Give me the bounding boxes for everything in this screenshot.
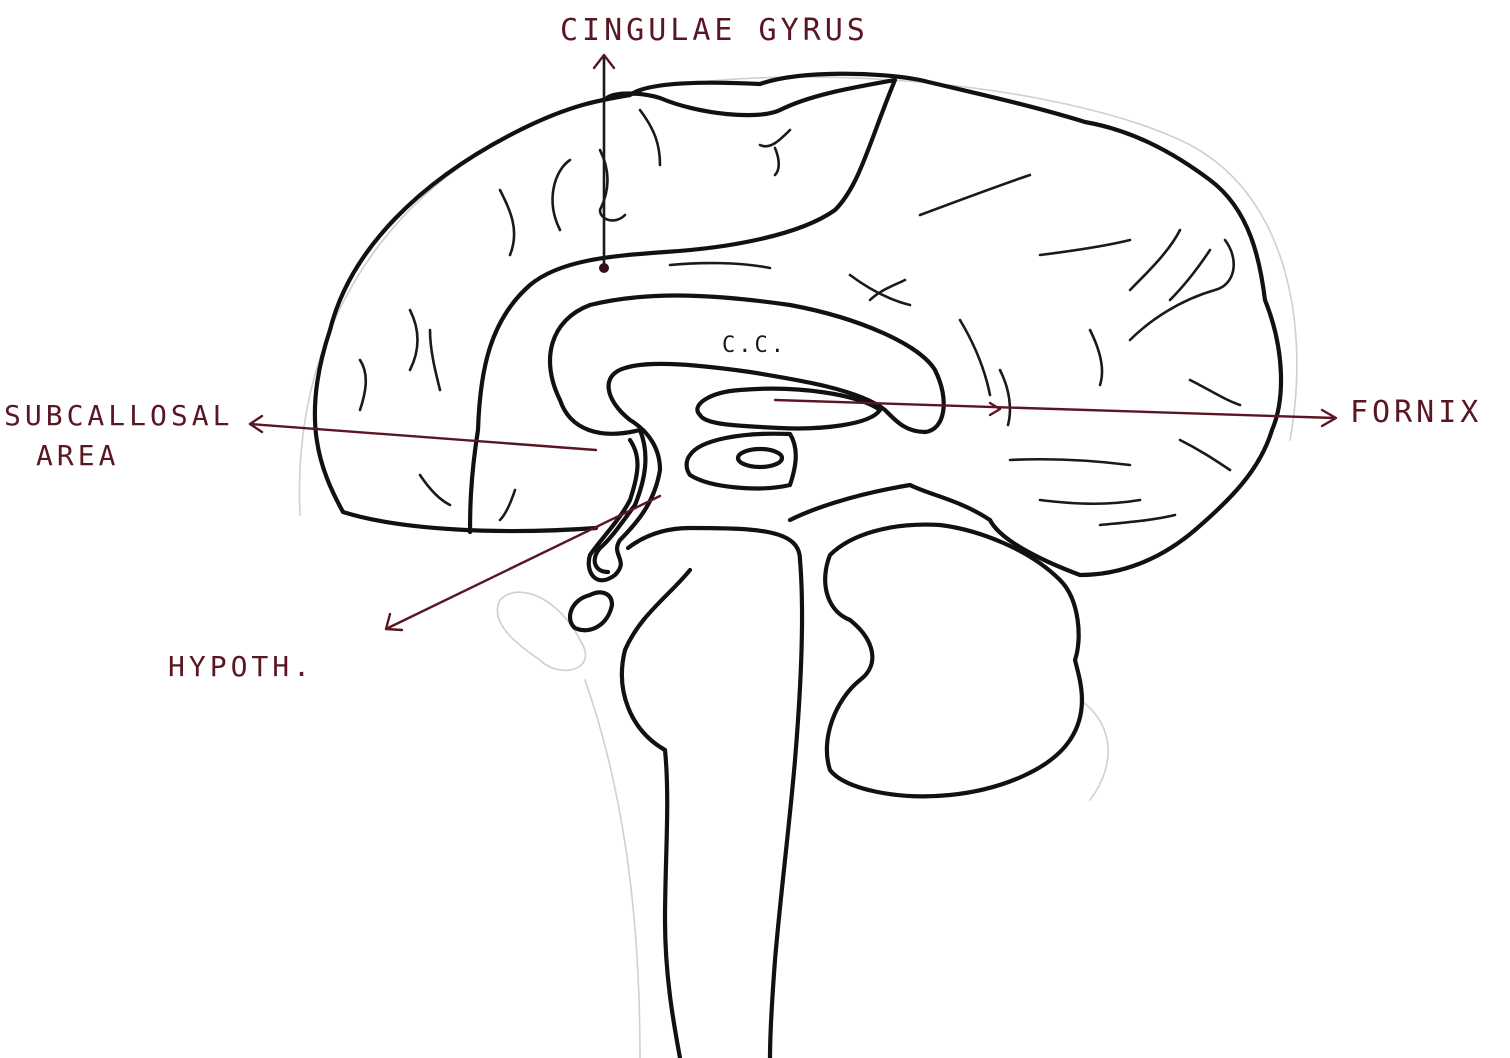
label-fornix: FORNIX	[1350, 395, 1482, 430]
label-corpus-callosum: C.C.	[722, 333, 787, 358]
midbrain-outline	[628, 528, 800, 560]
label-hypothalamus: HYPOTH.	[168, 650, 314, 683]
medulla-back	[770, 560, 802, 1058]
cingulate-pointer	[594, 55, 614, 273]
pons-outline	[622, 570, 690, 1058]
interthalamic-adhesion	[738, 449, 782, 467]
sulci-lines	[360, 110, 1240, 525]
infundibulum	[595, 430, 646, 572]
label-subcallosal-line1: SUBCALLOSAL	[4, 399, 233, 432]
label-cingulate-gyrus: CINGULAE GYRUS	[560, 13, 869, 48]
pencil-guides	[299, 77, 1296, 1058]
label-subcallosal-line2: AREA	[36, 439, 119, 472]
cingulate-sulcus	[470, 80, 895, 532]
cerebellum-outline	[825, 525, 1082, 797]
pituitary-outline	[570, 592, 612, 630]
